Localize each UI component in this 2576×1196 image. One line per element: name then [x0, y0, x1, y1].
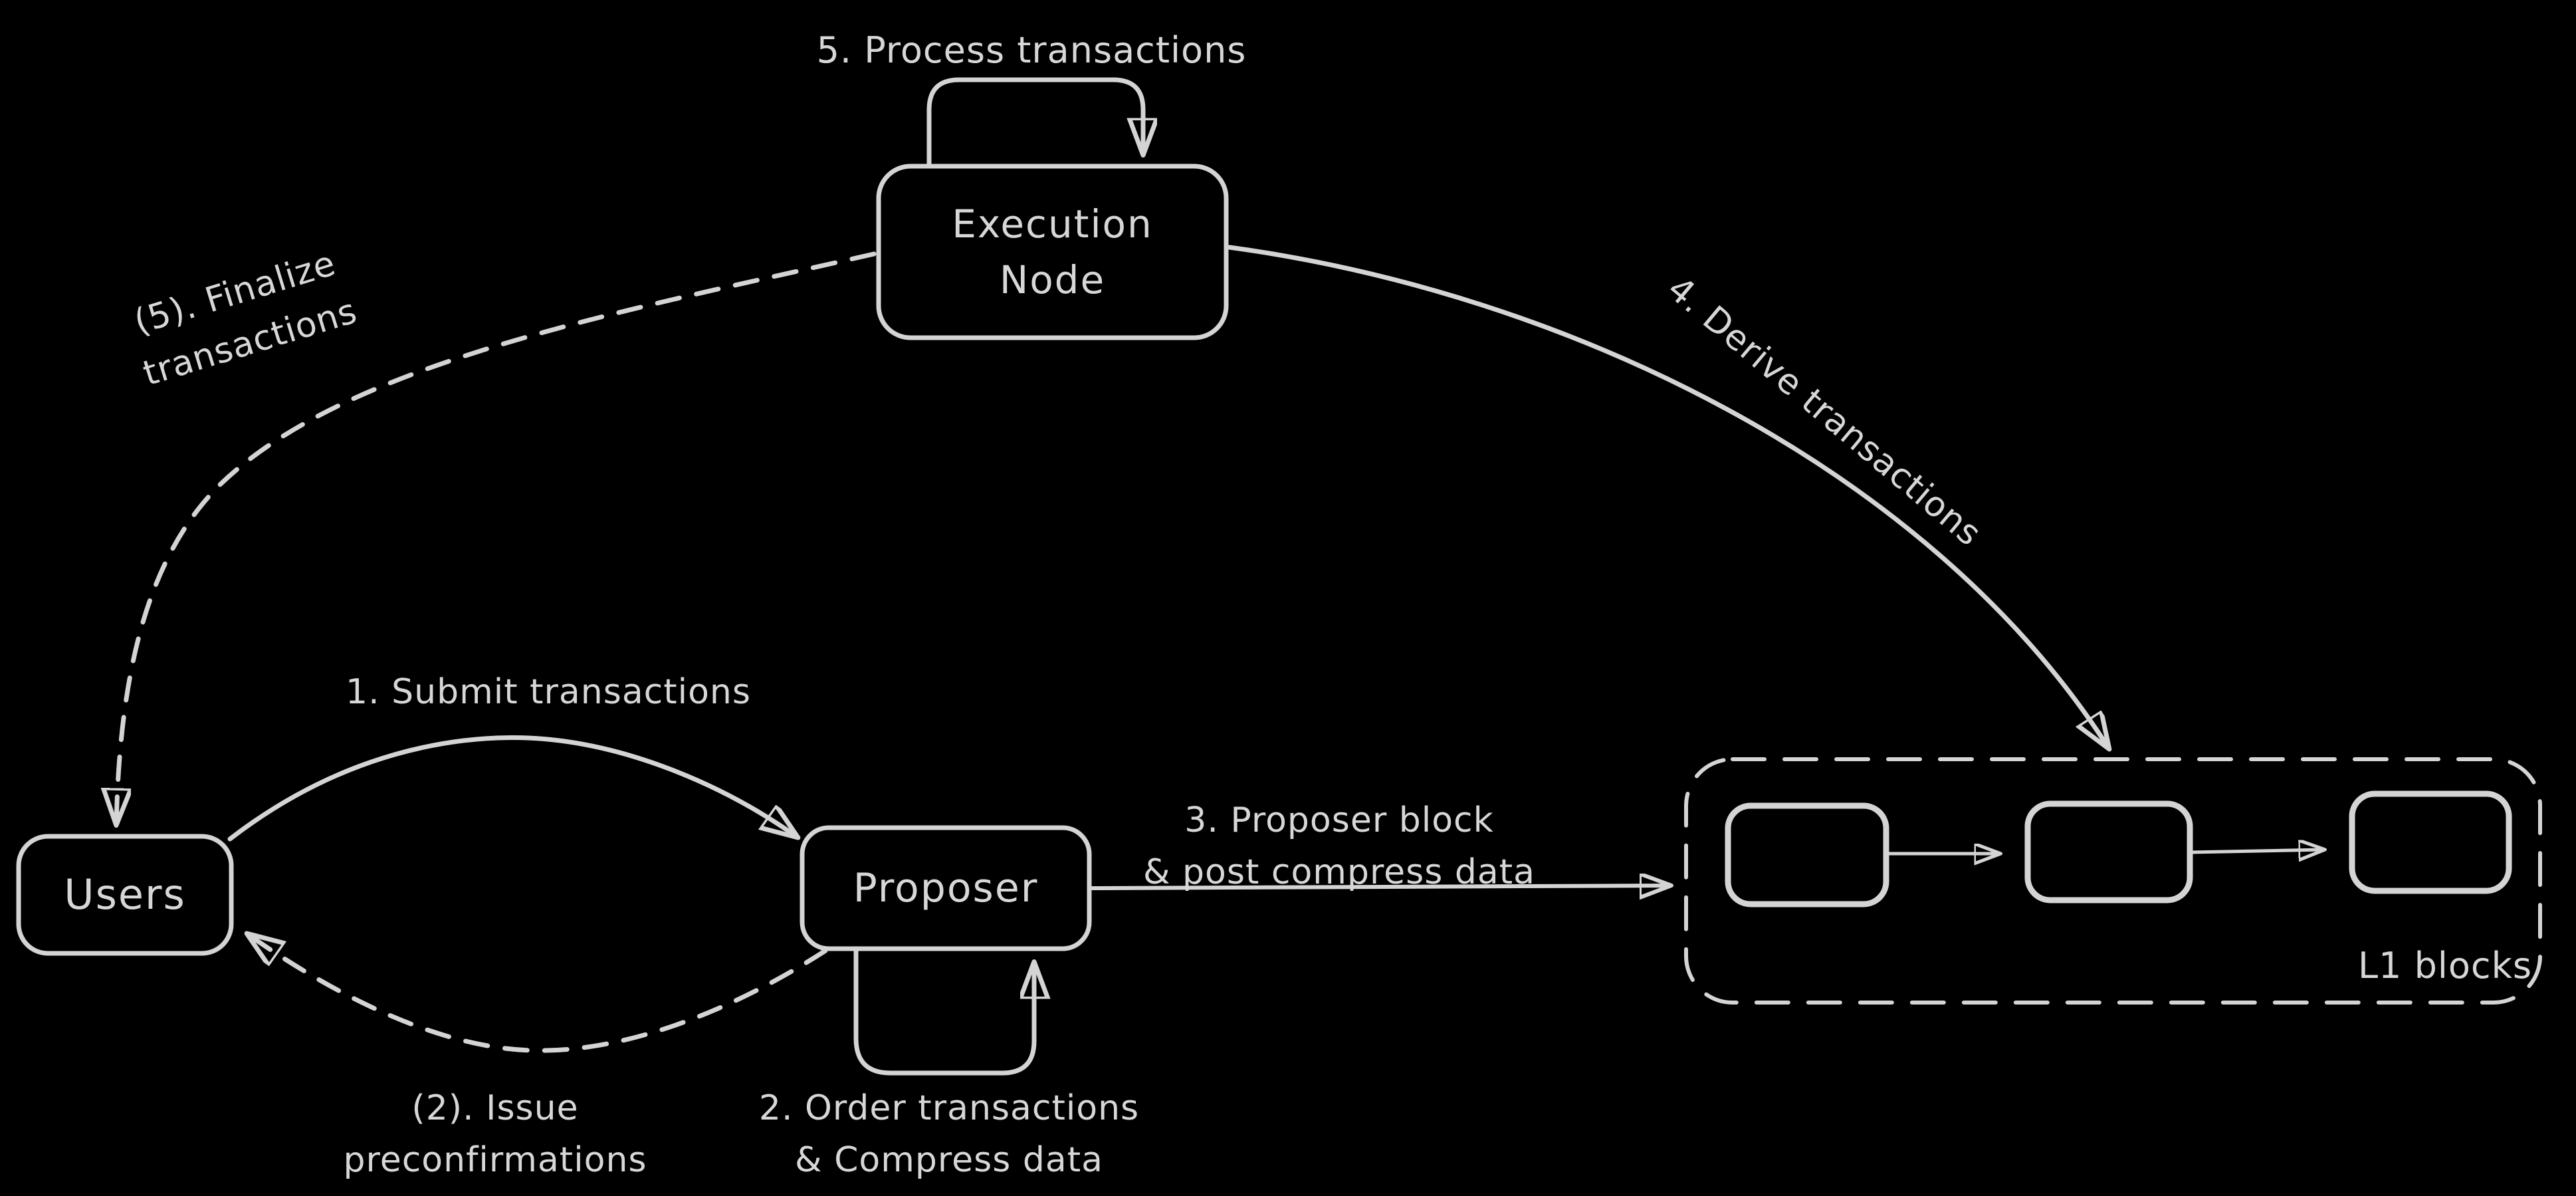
process-transactions-label: 5. Process transactions	[816, 29, 1247, 71]
edge-process-transactions	[926, 77, 1143, 169]
execution-node-label: Execution Node	[952, 201, 1153, 302]
users-label: Users	[64, 870, 186, 919]
proposer-label: Proposer	[853, 864, 1039, 911]
edge-proposer-block	[1090, 886, 1669, 888]
execution-node-box	[876, 164, 1229, 340]
edge-issue-preconfirmations	[249, 935, 828, 1053]
proposer-box	[800, 825, 1092, 951]
edge-derive-transactions	[1227, 245, 2108, 747]
l1-block-1	[1725, 802, 1889, 907]
submit-transactions-label: 1. Submit transactions	[346, 672, 751, 712]
proposer-block-label: 3. Proposer block & post compress data	[1142, 800, 1536, 892]
l1-container-box	[1684, 757, 2542, 1005]
l1-blocks-label: L1 blocks	[2357, 945, 2532, 987]
issue-preconfirmations-label: (2). Issue preconfirmations	[343, 1088, 647, 1180]
edge-l1-block-2-3	[2189, 850, 2323, 852]
l1-block-3	[2349, 790, 2512, 894]
edge-finalize-transactions	[116, 251, 877, 823]
edge-order-transactions	[853, 948, 1034, 1076]
order-transactions-label: 2. Order transactions & Compress data	[758, 1088, 1140, 1180]
users-box	[16, 834, 234, 956]
l1-block-2	[2024, 800, 2193, 903]
edge-submit-transactions	[227, 735, 796, 842]
